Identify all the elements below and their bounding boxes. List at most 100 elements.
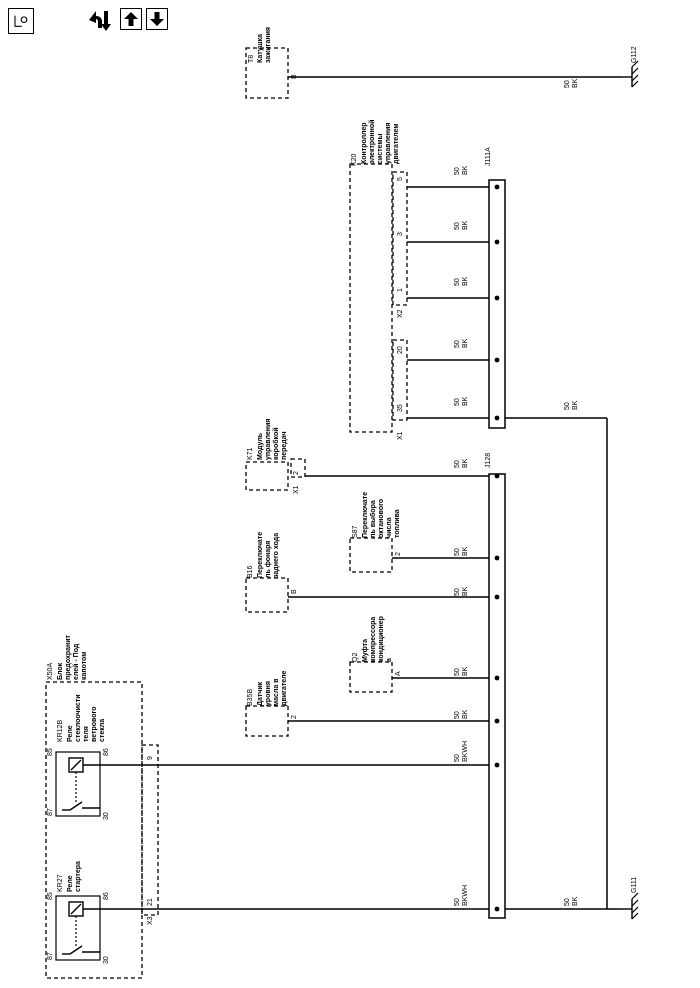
component-kr27-id: KR27 xyxy=(57,874,64,892)
component-t8-name-line: зажигания xyxy=(265,27,272,63)
component-k20-box xyxy=(349,163,393,433)
ground-g111-hatch xyxy=(631,906,639,914)
wire-label-k71-gauge: 50 xyxy=(454,460,461,468)
down-button[interactable] xyxy=(146,8,168,30)
ground-g112-hatch xyxy=(631,67,639,75)
wire-label-kr12b-color: BKWH xyxy=(462,741,469,762)
wire-label-b16-gauge: 50 xyxy=(454,588,461,596)
wire-label-kr27-color: BKWH xyxy=(462,885,469,906)
wire-label-j128-g111-gauge: 50 xyxy=(564,898,571,906)
connector-k20-x2 xyxy=(392,171,408,306)
wire-label-k20-1-color: BK xyxy=(462,276,469,286)
splice-j128-label: J128 xyxy=(485,453,492,468)
splice-j111a-node xyxy=(494,415,500,421)
component-k71-box xyxy=(245,461,289,491)
splice-j128-node xyxy=(494,762,500,768)
component-q2-name-line: компрессора xyxy=(370,617,377,662)
ground-g112-label: G112 xyxy=(631,46,638,63)
splice-j111a-node xyxy=(494,295,500,301)
location-icon xyxy=(14,15,28,27)
relay-kr12b-pin-85: 85 xyxy=(47,748,54,756)
component-kr27-name-line: стартера xyxy=(75,861,82,892)
component-kr12b-name-line: стеклоочисти xyxy=(75,694,82,742)
splice-j128-node xyxy=(494,906,500,912)
x50a-pin-9: 9 xyxy=(147,756,154,760)
wire-label-kr12b-gauge: 50 xyxy=(454,754,461,762)
component-k20-name-line: электронной xyxy=(368,120,376,164)
wire-label-j111a-gauge: 50 xyxy=(564,402,571,410)
up-button[interactable] xyxy=(120,8,142,30)
ground-g112-hatch xyxy=(631,60,639,68)
wire-label-q2-color: BK xyxy=(462,666,469,676)
arrow-down-icon xyxy=(150,12,164,26)
wire-label-k20-5-gauge: 50 xyxy=(454,167,461,175)
component-q2-name-line: кондиционер xyxy=(378,616,385,662)
k71-pin-label: 2 xyxy=(293,471,300,475)
component-kr12b-name-line: Реле xyxy=(67,725,74,742)
component-t8-name-line: Катушка xyxy=(257,34,264,63)
wire-label-k20-35-color: BK xyxy=(462,396,469,406)
component-k71-name-line: передач xyxy=(281,431,288,460)
connector-x50a-x3-label: X3 xyxy=(147,916,154,925)
component-x50a-id: X50A xyxy=(47,663,54,680)
splice-j111a-node xyxy=(494,239,500,245)
component-k71-name-line: управления xyxy=(265,419,272,460)
component-x50a-name-line: предохранит xyxy=(65,634,72,680)
component-b16-name-line: Переключате xyxy=(257,532,264,578)
k20-pin-3: 3 xyxy=(397,232,404,236)
connector-x50a-x3 xyxy=(141,744,159,916)
relay-kr12b xyxy=(55,751,101,817)
ground-g111-label: G111 xyxy=(631,877,638,893)
relay-kr27-pin-87: 87 xyxy=(47,952,54,960)
ground-g111-hatch xyxy=(631,912,639,920)
ground-g112-hatch xyxy=(631,80,639,88)
component-kr12b-id: KR12B xyxy=(57,719,64,742)
component-x50a-name-line: елей - Под xyxy=(72,643,80,680)
ground-g111-hatch xyxy=(631,892,639,900)
component-k20-name-line: системы xyxy=(377,134,384,164)
wire-label-b16-color: BK xyxy=(462,586,469,596)
splice-j128-node xyxy=(494,594,500,600)
component-b35b-name-line: масла в xyxy=(273,678,280,706)
relay-kr27 xyxy=(55,895,101,961)
q2-pin-label: A xyxy=(395,671,402,676)
component-q2-box xyxy=(349,661,393,693)
wire-label-q2-gauge: 50 xyxy=(454,668,461,676)
component-t8-id-line: T8 xyxy=(248,55,255,63)
location-button[interactable] xyxy=(8,8,34,34)
connector-k20-x1-label: X1 xyxy=(397,431,404,440)
navigation-button[interactable] xyxy=(86,6,114,34)
relay-kr27-pin-85: 85 xyxy=(47,892,54,900)
relay-kr12b-body xyxy=(55,751,101,817)
component-q2-id: Q2 xyxy=(352,653,359,662)
wire-label-j111a-color: BK xyxy=(572,400,579,410)
component-b35b-box xyxy=(245,705,289,737)
component-k71-id: K71 xyxy=(247,447,254,460)
relay-kr12b-switch xyxy=(69,801,83,811)
k20-pin-5: 5 xyxy=(397,177,404,181)
component-s87-name-line: топлива xyxy=(394,509,401,538)
component-s87-name-line: Переключате xyxy=(362,492,369,538)
wire-label-t8-gauge: 50 xyxy=(564,80,571,88)
b16-pin-label: B xyxy=(291,589,298,594)
component-k71-name-line: коробкой xyxy=(272,427,280,460)
splice-j128-node xyxy=(494,718,500,724)
relay-kr12b-coil-diag xyxy=(70,759,82,771)
splice-j111a-node xyxy=(494,184,500,190)
wire-label-k20-3-color: BK xyxy=(462,220,469,230)
s87-pin-label: 2 xyxy=(395,552,402,556)
k20-pin-1: 1 xyxy=(397,288,404,292)
splice-j111a-label: J111A xyxy=(485,147,492,166)
component-t8-box xyxy=(245,47,289,99)
connector-k20-x2-label: X2 xyxy=(397,309,404,318)
component-b35b-name-line: уровня xyxy=(265,681,272,706)
splice-j111a-node xyxy=(494,357,500,363)
component-b16-id: B16 xyxy=(247,565,254,578)
component-b35b-id: B35B xyxy=(247,689,254,706)
component-s87-id: S87 xyxy=(352,525,359,538)
connector-k71 xyxy=(290,458,306,478)
relay-kr12b-pin-86: 86 xyxy=(103,748,110,756)
component-b35b-name-line: двигателе xyxy=(281,670,288,706)
b35b-pin-label: 2 xyxy=(291,715,298,719)
